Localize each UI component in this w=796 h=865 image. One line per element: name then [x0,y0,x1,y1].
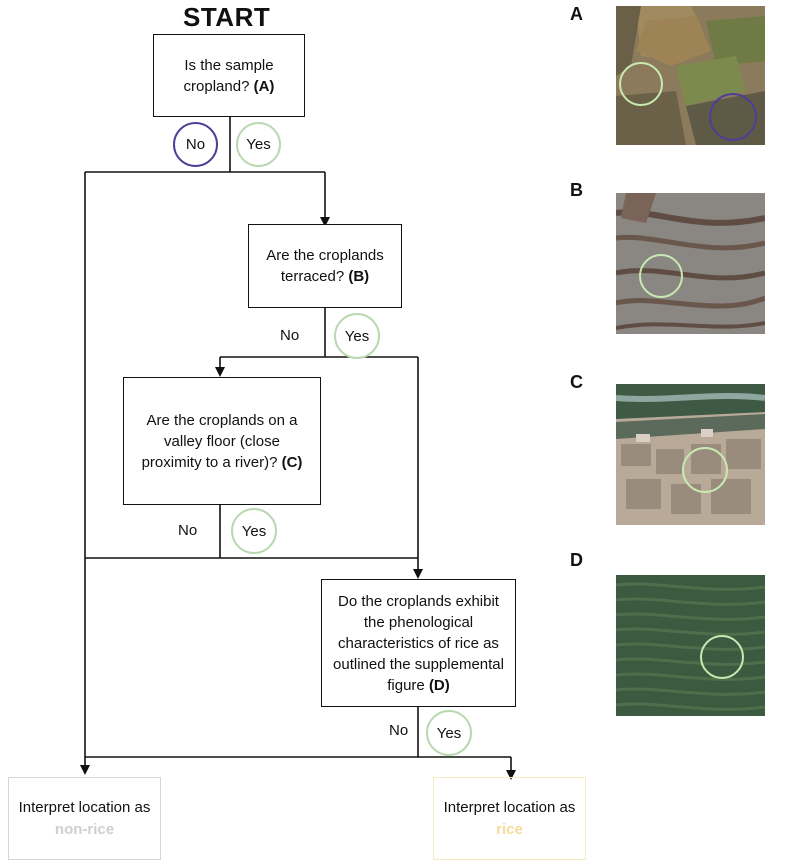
yes-circle-marker [682,447,728,493]
yes-circle-marker [619,62,663,106]
no-circle-marker [709,93,757,141]
question-text: Are the croplands terraced? [266,247,384,285]
question-box-cropland: Is the sample cropland? (A) [153,34,305,117]
outcome-text: Interpret location as [18,798,151,816]
outcome-highlight: non-rice [54,820,115,838]
question-ref: (D) [428,676,450,694]
question-ref: (A) [253,77,275,95]
panel-label-a: A [570,4,583,24]
outcome-non-rice: Interpret location as non-rice [8,777,161,860]
no-label-q4: No [389,722,409,739]
yes-circle-marker [700,635,744,679]
question-text: Are the croplands on a valley floor (clo… [141,411,298,471]
yes-bubble-q1: Yes [236,122,281,167]
outcome-text: Interpret location as [443,798,576,816]
panel-label-d: D [570,550,583,570]
satellite-image-a [616,6,765,145]
question-box-terraced: Are the croplands terraced? (B) [248,224,402,308]
no-bubble-q1: No [173,122,218,167]
question-ref: (B) [348,268,370,285]
satellite-image-c [616,384,765,525]
yes-bubble-q2: Yes [334,313,380,359]
satellite-image-d [616,575,765,716]
outcome-highlight: rice [496,820,523,838]
start-title: START [183,2,271,32]
outcome-rice: Interpret location as rice [433,777,586,860]
no-label-q3: No [178,522,198,539]
panel-label-c: C [570,372,583,392]
question-box-valley: Are the croplands on a valley floor (clo… [123,377,321,505]
satellite-image-b [616,193,765,334]
question-text: Do the croplands exhibit the phenologica… [333,592,504,694]
yes-bubble-q4: Yes [426,710,472,756]
question-ref: (C) [281,453,303,471]
yes-bubble-q3: Yes [231,508,277,554]
yes-circle-marker [639,254,683,298]
no-label-q2: No [280,327,300,344]
question-box-phenology: Do the croplands exhibit the phenologica… [321,579,516,707]
question-text: Is the sample cropland? [183,56,274,95]
panel-label-b: B [570,180,583,200]
